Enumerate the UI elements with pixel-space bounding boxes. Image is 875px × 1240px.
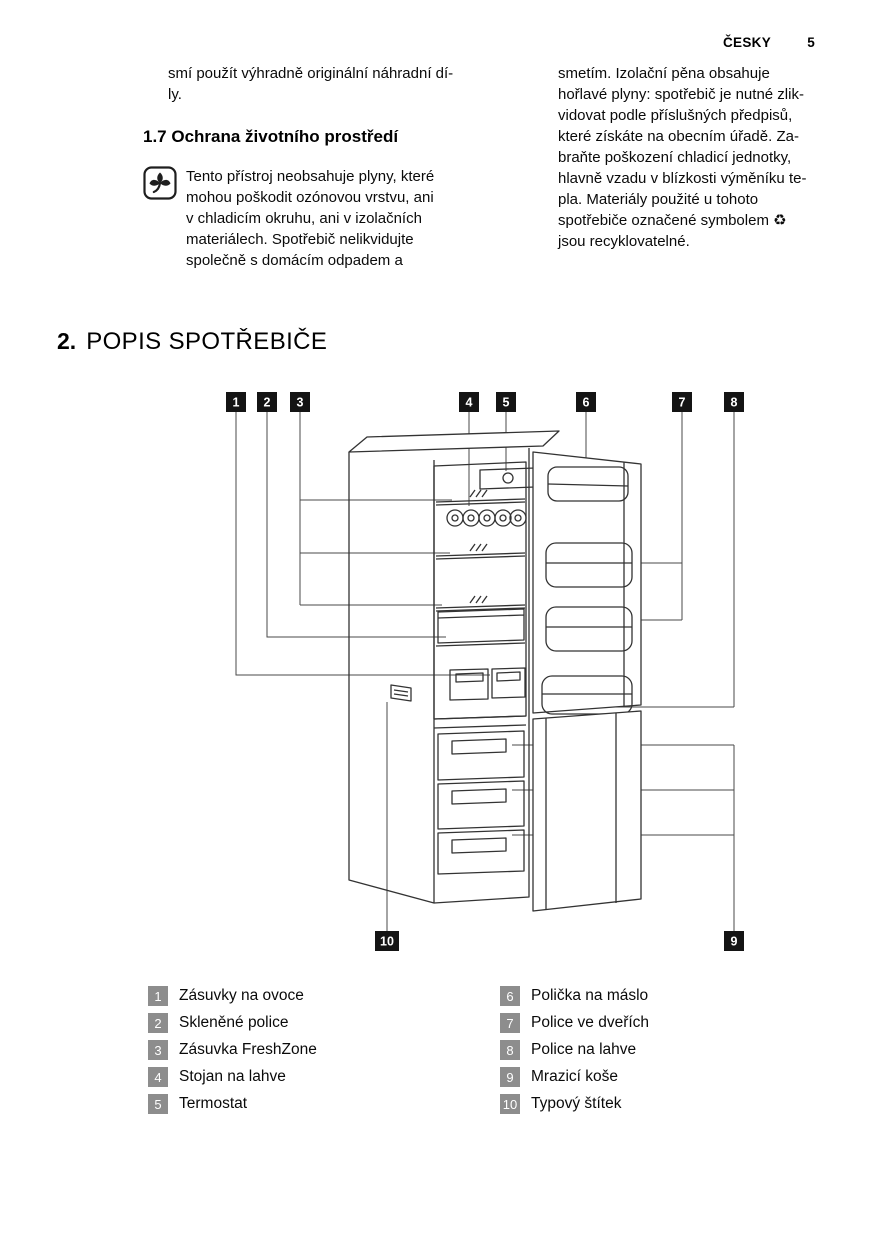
- callout-lines: [235, 412, 735, 931]
- callout-box-9: 9: [724, 931, 744, 951]
- right-column-paragraph: smetím. Izolační pěna obsahuje hořlavé p…: [558, 65, 807, 250]
- page-number: 5: [807, 35, 815, 50]
- legend-label: Zásuvky na ovoce: [179, 987, 304, 1004]
- freshzone-drawer: [437, 608, 525, 644]
- callout-box-5: 5: [496, 392, 516, 412]
- bottle-rack: [446, 509, 527, 527]
- legend-label: Typový štítek: [531, 1095, 622, 1112]
- svg-text:3: 3: [297, 396, 304, 410]
- svg-text:8: 8: [731, 396, 738, 410]
- legend-item: 3 Zásuvka FreshZone: [148, 1040, 317, 1060]
- legend-number: 3: [148, 1040, 168, 1060]
- svg-text:1: 1: [233, 396, 240, 410]
- callout-box-7: 7: [672, 392, 692, 412]
- legend-item: 5 Termostat: [148, 1094, 317, 1114]
- legend-number: 10: [500, 1094, 520, 1114]
- svg-text:6: 6: [583, 396, 590, 410]
- legend-right-column: 6 Polička na máslo 7 Police ve dveřích 8 Po…: [500, 986, 649, 1121]
- cabinet-top: [348, 430, 560, 453]
- legend-item: 10 Typový štítek: [500, 1094, 649, 1114]
- svg-text:4: 4: [466, 396, 473, 410]
- legend-number: 7: [500, 1013, 520, 1033]
- callout-box-4: 4: [459, 392, 479, 412]
- section-2-heading: 2. POPIS SPOTŘEBIČE: [57, 328, 327, 356]
- fridge-drawing: [348, 430, 642, 912]
- section-1-7-heading: 1.7 Ochrana životního prostředí: [143, 127, 399, 146]
- fruit-drawers: [435, 642, 526, 701]
- svg-text:5: 5: [503, 396, 510, 410]
- legend-number: 8: [500, 1040, 520, 1060]
- legend-item: 9 Mrazicí koše: [500, 1067, 649, 1087]
- legend-label: Police ve dveřích: [531, 1014, 650, 1031]
- legend-label: Polička na máslo: [531, 987, 649, 1004]
- legend-number: 2: [148, 1013, 168, 1033]
- legend-item: 1 Zásuvky na ovoce: [148, 986, 317, 1006]
- legend-label: Skleněné police: [179, 1014, 289, 1031]
- cabinet-left-panel: [348, 452, 435, 904]
- svg-text:7: 7: [679, 396, 686, 410]
- fridge-door: [532, 451, 642, 715]
- legend-number: 1: [148, 986, 168, 1006]
- legend-item: 8 Police na lahve: [500, 1040, 649, 1060]
- legend-item: 6 Polička na máslo: [500, 986, 649, 1006]
- legend-item: 2 Skleněné police: [148, 1013, 317, 1033]
- glass-shelves: [435, 489, 526, 612]
- freezer-door: [532, 710, 642, 912]
- page-header: ČESKY 5: [723, 35, 815, 50]
- callout-box-6: 6: [576, 392, 596, 412]
- section-2-title: POPIS SPOTŘEBIČE: [86, 328, 328, 355]
- legend-label: Zásuvka FreshZone: [179, 1041, 317, 1058]
- legend-item: 4 Stojan na lahve: [148, 1067, 317, 1087]
- legend-label: Termostat: [179, 1095, 248, 1112]
- callout-box-8: 8: [724, 392, 744, 412]
- svg-text:2: 2: [264, 396, 271, 410]
- svg-text:10: 10: [380, 935, 394, 949]
- rating-plate: [390, 684, 412, 702]
- environment-note: Tento přístroj neobsahuje plyny, které m…: [143, 166, 471, 271]
- thermostat: [479, 467, 536, 490]
- intro-paragraph: smí použít výhradně originální náhradní …: [168, 65, 454, 103]
- legend-item: 7 Police ve dveřích: [500, 1013, 649, 1033]
- callout-box-3: 3: [290, 392, 310, 412]
- callout-box-1: 1: [226, 392, 246, 412]
- legend-label: Mrazicí koše: [531, 1068, 618, 1085]
- svg-text:9: 9: [731, 935, 738, 949]
- legend-number: 4: [148, 1067, 168, 1087]
- legend-number: 6: [500, 986, 520, 1006]
- environment-flower-icon: [143, 166, 177, 200]
- legend-label: Stojan na lahve: [179, 1068, 286, 1085]
- freezer-baskets: [437, 730, 525, 875]
- callout-boxes: 1 2 3 4 5 6 7 8 10 9: [226, 392, 744, 951]
- callout-box-10: 10: [375, 931, 399, 951]
- legend-number: 9: [500, 1067, 520, 1087]
- legend-number: 5: [148, 1094, 168, 1114]
- language-label: ČESKY: [723, 35, 772, 50]
- legend-left-column: 1 Zásuvky na ovoce 2 Skleněné police 3 Zásu…: [148, 986, 317, 1121]
- callout-box-2: 2: [257, 392, 277, 412]
- legend-label: Police na lahve: [531, 1041, 637, 1058]
- environment-paragraph: Tento přístroj neobsahuje plyny, které m…: [186, 168, 435, 269]
- section-2-number: 2.: [57, 328, 77, 354]
